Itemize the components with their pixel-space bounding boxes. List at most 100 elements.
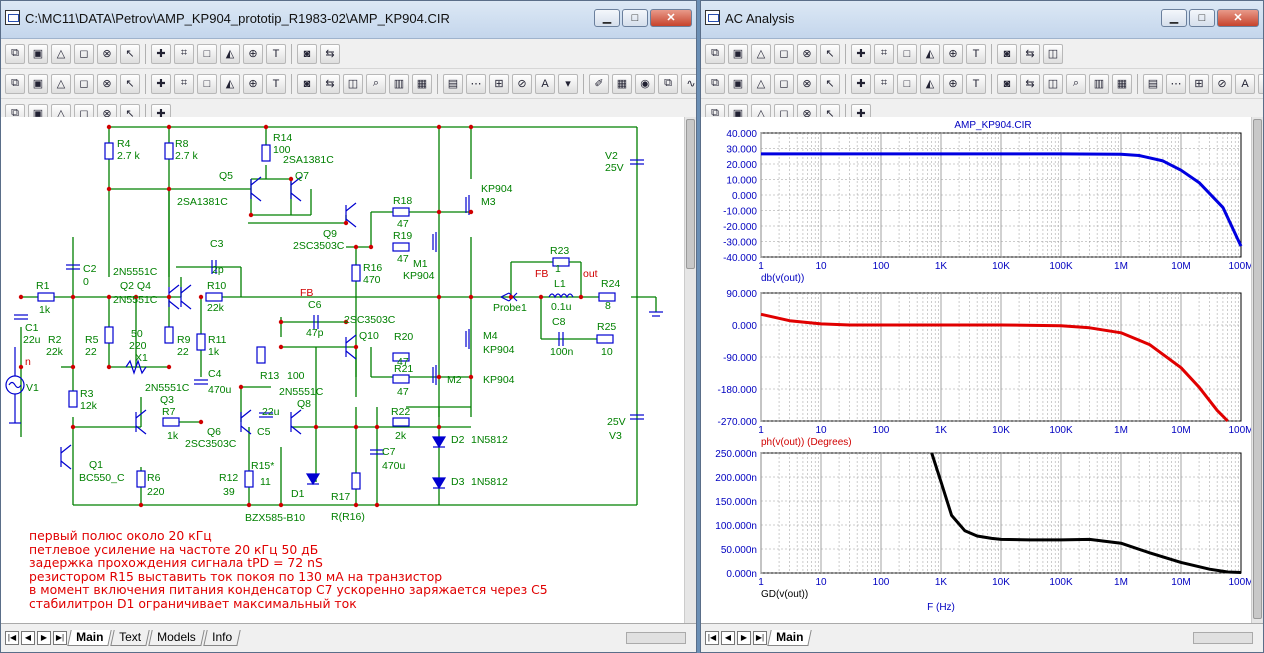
toolbar-button-icon[interactable]: ∿ bbox=[681, 73, 696, 94]
first-page-icon[interactable]: |◀ bbox=[5, 631, 19, 645]
toolbar-button-icon[interactable]: ▥ bbox=[389, 73, 409, 94]
schematic-vertical-scrollbar[interactable] bbox=[684, 117, 696, 625]
toolbar-button-icon[interactable]: ◻ bbox=[74, 43, 94, 64]
toolbar-button-icon[interactable]: ◭ bbox=[220, 43, 240, 64]
analysis-vertical-scrollbar[interactable] bbox=[1251, 117, 1263, 625]
toolbar-button-icon[interactable]: ◭ bbox=[920, 43, 940, 64]
toolbar-button-icon[interactable]: ⊕ bbox=[943, 43, 963, 64]
toolbar-button-icon[interactable]: ▾ bbox=[558, 73, 578, 94]
toolbar-button-icon[interactable]: ◫ bbox=[1043, 73, 1063, 94]
toolbar-button-icon[interactable]: ◙ bbox=[297, 73, 317, 94]
toolbar-button-icon[interactable]: T bbox=[266, 73, 286, 94]
toolbar-button-icon[interactable]: △ bbox=[51, 43, 71, 64]
toolbar-button-icon[interactable]: ⇆ bbox=[320, 43, 340, 64]
toolbar-button-icon[interactable]: ⊕ bbox=[243, 43, 263, 64]
tab-text[interactable]: Text bbox=[110, 630, 151, 646]
toolbar-button-icon[interactable]: ⧉ bbox=[705, 43, 725, 64]
analysis-horizontal-scrollbar[interactable] bbox=[1193, 632, 1253, 644]
toolbar-button-icon[interactable]: ▤ bbox=[1143, 73, 1163, 94]
toolbar-button-icon[interactable]: ⊞ bbox=[1189, 73, 1209, 94]
toolbar-button-icon[interactable]: ↖ bbox=[820, 43, 840, 64]
first-page-icon[interactable]: |◀ bbox=[705, 631, 719, 645]
toolbar-button-icon[interactable]: T bbox=[966, 73, 986, 94]
toolbar-button-icon[interactable]: A bbox=[1235, 73, 1255, 94]
toolbar-button-icon[interactable]: ⇆ bbox=[1020, 73, 1040, 94]
toolbar-button-icon[interactable]: ◙ bbox=[997, 73, 1017, 94]
toolbar-button-icon[interactable]: ◫ bbox=[1043, 43, 1063, 64]
prev-page-icon[interactable]: ◀ bbox=[21, 631, 35, 645]
toolbar-button-icon[interactable]: ◙ bbox=[997, 43, 1017, 64]
toolbar-button-icon[interactable]: ◻ bbox=[774, 73, 794, 94]
toolbar-button-icon[interactable]: ⧉ bbox=[705, 73, 725, 94]
toolbar-button-icon[interactable]: ⇆ bbox=[1020, 43, 1040, 64]
toolbar-button-icon[interactable]: ⋯ bbox=[1166, 73, 1186, 94]
toolbar-button-icon[interactable]: ✚ bbox=[151, 73, 171, 94]
next-page-icon[interactable]: ▶ bbox=[37, 631, 51, 645]
prev-page-icon[interactable]: ◀ bbox=[721, 631, 735, 645]
toolbar-button-icon[interactable]: ◻ bbox=[774, 43, 794, 64]
toolbar-button-icon[interactable]: □ bbox=[897, 73, 917, 94]
toolbar-button-icon[interactable]: ▣ bbox=[728, 73, 748, 94]
toolbar-button-icon[interactable]: ⌕ bbox=[1066, 73, 1086, 94]
toolbar-button-icon[interactable]: ↖ bbox=[820, 73, 840, 94]
next-page-icon[interactable]: ▶ bbox=[737, 631, 751, 645]
toolbar-button-icon[interactable]: ▣ bbox=[728, 43, 748, 64]
toolbar-button-icon[interactable]: ⊗ bbox=[797, 73, 817, 94]
toolbar-button-icon[interactable]: ⧉ bbox=[5, 43, 25, 64]
toolbar-button-icon[interactable]: ⊕ bbox=[943, 73, 963, 94]
analysis-titlebar[interactable]: AC Analysis ▁ □ ✕ bbox=[701, 1, 1263, 39]
toolbar-button-icon[interactable]: ↖ bbox=[120, 73, 140, 94]
toolbar-button-icon[interactable]: ⌗ bbox=[174, 73, 194, 94]
maximize-button[interactable]: □ bbox=[622, 9, 648, 27]
toolbar-button-icon[interactable]: ⌗ bbox=[874, 73, 894, 94]
toolbar-button-icon[interactable]: ✐ bbox=[589, 73, 609, 94]
toolbar-button-icon[interactable]: ⊕ bbox=[243, 73, 263, 94]
toolbar-button-icon[interactable]: ▣ bbox=[28, 43, 48, 64]
toolbar-button-icon[interactable]: □ bbox=[897, 43, 917, 64]
toolbar-button-icon[interactable]: ▥ bbox=[1089, 73, 1109, 94]
toolbar-button-icon[interactable]: ⊗ bbox=[97, 73, 117, 94]
toolbar-button-icon[interactable]: ◭ bbox=[920, 73, 940, 94]
close-button[interactable]: ✕ bbox=[650, 9, 692, 27]
toolbar-button-icon[interactable]: ▣ bbox=[28, 73, 48, 94]
toolbar-button-icon[interactable]: ⊘ bbox=[512, 73, 532, 94]
close-button[interactable]: ✕ bbox=[1217, 9, 1259, 27]
toolbar-button-icon[interactable]: ▦ bbox=[1112, 73, 1132, 94]
toolbar-button-icon[interactable]: ⌗ bbox=[874, 43, 894, 64]
toolbar-button-icon[interactable]: ▤ bbox=[443, 73, 463, 94]
toolbar-button-icon[interactable]: ⊗ bbox=[97, 43, 117, 64]
minimize-button[interactable]: ▁ bbox=[594, 9, 620, 27]
tab-models[interactable]: Models bbox=[148, 630, 205, 646]
toolbar-button-icon[interactable]: ▾ bbox=[1258, 73, 1263, 94]
toolbar-button-icon[interactable]: ⧉ bbox=[658, 73, 678, 94]
toolbar-button-icon[interactable]: ◉ bbox=[635, 73, 655, 94]
last-page-icon[interactable]: ▶| bbox=[53, 631, 67, 645]
last-page-icon[interactable]: ▶| bbox=[753, 631, 767, 645]
toolbar-button-icon[interactable]: ⊘ bbox=[1212, 73, 1232, 94]
toolbar-button-icon[interactable]: ⌗ bbox=[174, 43, 194, 64]
toolbar-button-icon[interactable]: △ bbox=[751, 73, 771, 94]
minimize-button[interactable]: ▁ bbox=[1161, 9, 1187, 27]
toolbar-button-icon[interactable]: ▦ bbox=[612, 73, 632, 94]
toolbar-button-icon[interactable]: △ bbox=[51, 73, 71, 94]
toolbar-button-icon[interactable]: ✚ bbox=[851, 43, 871, 64]
tab-main[interactable]: Main bbox=[767, 630, 813, 646]
toolbar-button-icon[interactable]: ⊞ bbox=[489, 73, 509, 94]
toolbar-button-icon[interactable]: △ bbox=[751, 43, 771, 64]
toolbar-button-icon[interactable]: □ bbox=[197, 43, 217, 64]
toolbar-button-icon[interactable]: ✚ bbox=[851, 73, 871, 94]
tab-main[interactable]: Main bbox=[67, 630, 113, 646]
toolbar-button-icon[interactable]: ↖ bbox=[120, 43, 140, 64]
toolbar-button-icon[interactable]: □ bbox=[197, 73, 217, 94]
toolbar-button-icon[interactable]: ◫ bbox=[343, 73, 363, 94]
toolbar-button-icon[interactable]: ▦ bbox=[412, 73, 432, 94]
toolbar-button-icon[interactable]: ◻ bbox=[74, 73, 94, 94]
schematic-titlebar[interactable]: C:\MC11\DATA\Petrov\AMP_KP904_prototip_R… bbox=[1, 1, 696, 39]
toolbar-button-icon[interactable]: T bbox=[966, 43, 986, 64]
toolbar-button-icon[interactable]: ◙ bbox=[297, 43, 317, 64]
toolbar-button-icon[interactable]: ⋯ bbox=[466, 73, 486, 94]
tab-info[interactable]: Info bbox=[203, 630, 241, 646]
schematic-horizontal-scrollbar[interactable] bbox=[626, 632, 686, 644]
